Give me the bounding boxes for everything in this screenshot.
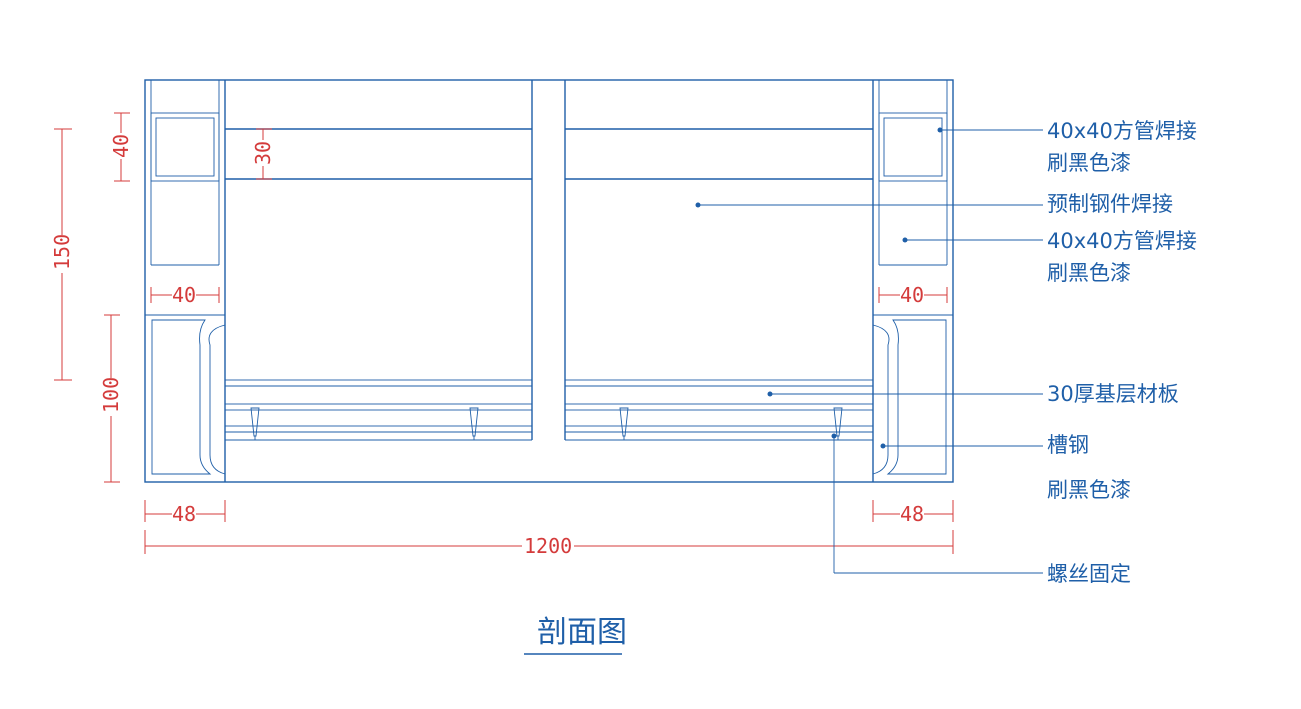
screw (249, 407, 261, 441)
label-tube-weld-1-paint: 刷黑色漆 (1047, 151, 1131, 175)
label-channel-paint: 刷黑色漆 (1047, 478, 1131, 502)
screws (249, 407, 844, 441)
label-prefab-steel: 预制钢件焊接 (1047, 192, 1173, 216)
label-tube-weld-2: 40x40方管焊接 (1047, 229, 1197, 253)
label-base-board: 30厚基层材板 (1047, 382, 1179, 406)
dim-total-height-upper: 150 (50, 234, 74, 270)
screw (618, 407, 630, 441)
dim-tube-width-right: 40 (900, 283, 924, 307)
channel-steel-right (872, 314, 954, 483)
channel-steel-left (144, 314, 226, 483)
base-board (224, 379, 874, 441)
dim-top-gap: 30 (251, 141, 275, 165)
title-text: 剖面图 (537, 615, 627, 650)
annotation-labels: 40x40方管焊接 刷黑色漆 预制钢件焊接 40x40方管焊接 刷黑色漆 30厚… (1047, 119, 1197, 586)
dim-total-width: 1200 (524, 534, 572, 558)
right-column (872, 80, 954, 483)
dim-channel-width-right: 48 (900, 502, 924, 526)
label-channel-steel: 槽钢 (1047, 433, 1089, 457)
label-tube-weld-2-paint: 刷黑色漆 (1047, 261, 1131, 285)
drawing-title: 剖面图 (524, 615, 627, 655)
square-tube-left (150, 112, 220, 182)
dim-channel-width-left: 48 (172, 502, 196, 526)
leader-lines (695, 127, 1043, 574)
dimension-texts: 40 30 150 100 40 40 48 48 1200 (50, 133, 924, 558)
dim-tube-width-left: 40 (172, 283, 196, 307)
label-screw-fix: 螺丝固定 (1047, 562, 1131, 586)
label-tube-weld-1: 40x40方管焊接 (1047, 119, 1197, 143)
square-tube-right (878, 112, 948, 182)
screw (468, 407, 480, 441)
left-column (144, 80, 226, 483)
dim-channel-height: 100 (99, 377, 123, 413)
dim-top-tube-height: 40 (109, 134, 133, 158)
